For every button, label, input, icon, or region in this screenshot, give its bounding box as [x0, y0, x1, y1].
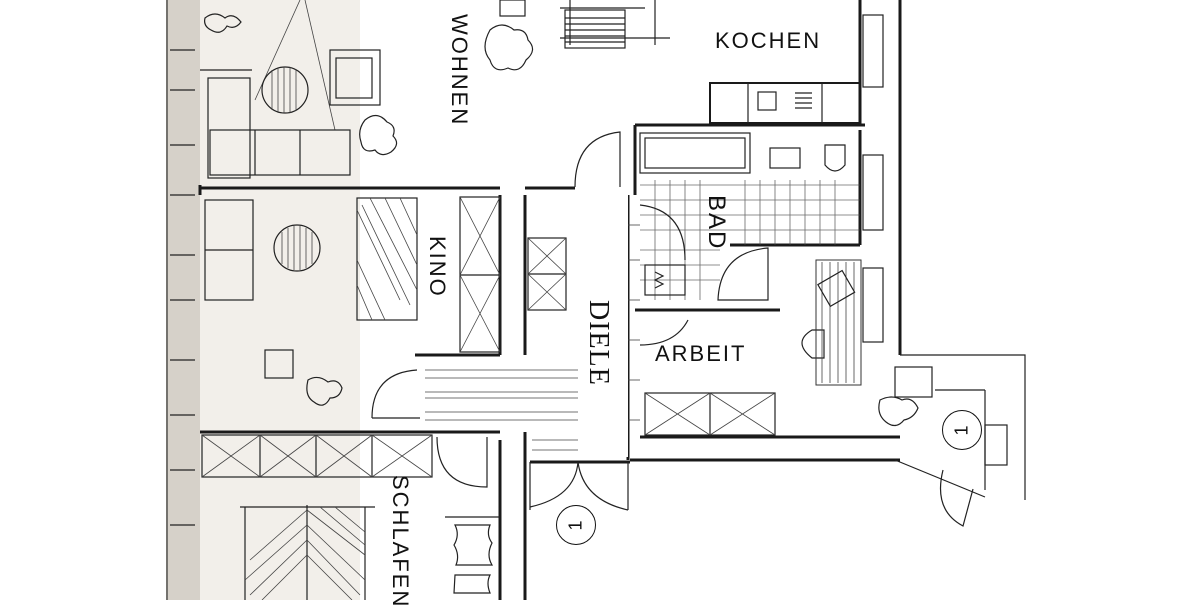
facade-window-ticks — [170, 49, 195, 526]
room-label-bad: BAD — [703, 195, 730, 251]
kitchen-counter — [747, 83, 823, 123]
kino-furniture — [204, 196, 567, 406]
room-label-arbeit: ARBEIT — [655, 341, 747, 366]
kitchen-window-frames — [862, 14, 884, 343]
room-label-schlafen: SCHLAFEN — [388, 475, 413, 608]
room-label-wohnen: WOHNEN — [447, 14, 472, 127]
annex-marker: 1 — [942, 410, 982, 450]
room-label-kino: KINO — [425, 236, 450, 298]
diele-corridor — [371, 131, 640, 457]
room-label-kochen: KOCHEN — [715, 28, 822, 53]
wohnen-furniture — [200, 0, 670, 179]
schlafen-furniture — [201, 434, 500, 601]
entrance-door — [529, 461, 629, 511]
arbeit-furniture — [639, 259, 862, 436]
entrance-marker: 1 — [556, 505, 596, 545]
room-label-diele: DIELE — [583, 300, 614, 386]
right-annex — [878, 354, 1026, 527]
bathroom-fixtures — [639, 132, 860, 301]
